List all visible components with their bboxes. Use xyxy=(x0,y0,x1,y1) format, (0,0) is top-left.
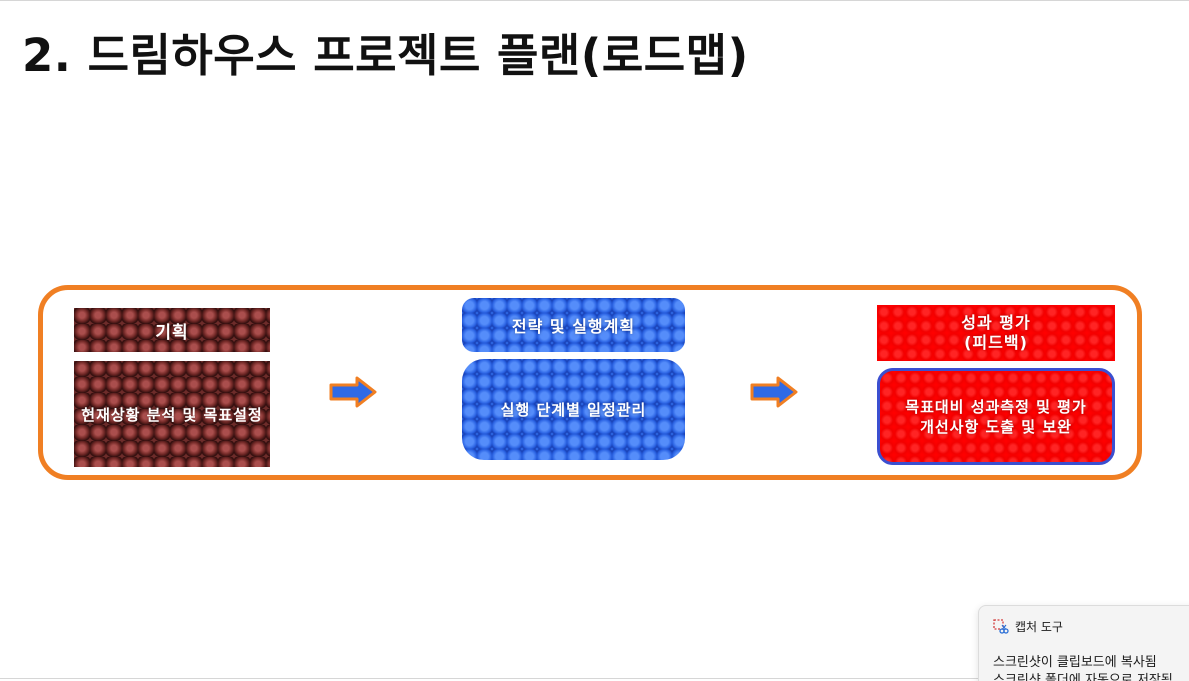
stage-3-body-label: 목표대비 성과측정 및 평가 개선사항 도출 및 보완 xyxy=(905,397,1087,436)
right-arrow-icon xyxy=(750,376,798,408)
stage-3-body: 목표대비 성과측정 및 평가 개선사항 도출 및 보완 xyxy=(877,368,1115,465)
toast-app-name: 캡처 도구 xyxy=(1015,620,1063,634)
top-divider xyxy=(0,0,1189,1)
stage-1-body-label: 현재상황 분석 및 목표설정 xyxy=(81,405,263,424)
stage-2-head-label: 전략 및 실행계획 xyxy=(511,317,636,336)
toast-submessage: 스크린샷 폴더에 자동으로 저장됨 xyxy=(993,673,1173,681)
toast-message: 스크린샷이 클립보드에 복사됨 xyxy=(993,655,1157,670)
stage-1-body: 현재상황 분석 및 목표설정 xyxy=(74,361,270,467)
stage-2-head: 전략 및 실행계획 xyxy=(462,298,685,352)
stage-1-head-label: 기획 xyxy=(155,322,189,343)
right-arrow-icon xyxy=(329,376,377,408)
toast-app-header: 캡처 도구 xyxy=(993,618,1063,635)
bottom-divider xyxy=(0,678,1189,679)
slide-title: 2. 드림하우스 프로젝트 플랜(로드맵) xyxy=(22,29,749,82)
stage-3-head: 성과 평가 (피드백) xyxy=(877,305,1115,361)
stage-2-body-label: 실행 단계별 일정관리 xyxy=(500,401,647,419)
snipping-tool-icon xyxy=(993,618,1009,634)
snipping-tool-toast[interactable]: 캡처 도구 스크린샷이 클립보드에 복사됨 스크린샷 폴더에 자동으로 저장됨 xyxy=(978,605,1189,681)
stage-3-head-label: 성과 평가 (피드백) xyxy=(961,313,1031,352)
stage-1-head: 기획 xyxy=(74,308,270,352)
stage-2-body: 실행 단계별 일정관리 xyxy=(462,359,685,460)
